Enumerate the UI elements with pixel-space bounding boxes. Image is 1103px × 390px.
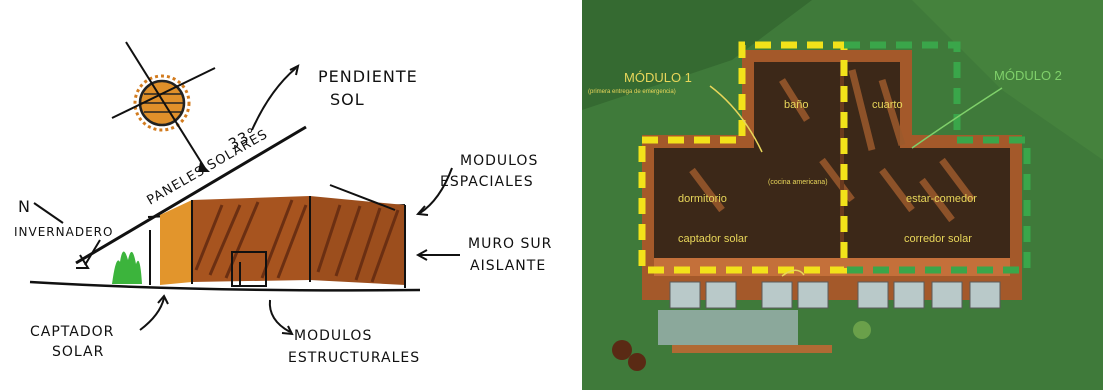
label-modulos-estructurales-1: MODULOS (294, 328, 372, 344)
floor-plan: MÓDULO 1 (primera entrega de emergencia)… (582, 0, 1103, 390)
roof-line (75, 125, 307, 265)
floor-plan-render: MÓDULO 1 (primera entrega de emergencia)… (582, 0, 1103, 390)
sun-icon (111, 41, 216, 172)
label-modulo1: MÓDULO 1 (624, 70, 692, 85)
house-body (112, 196, 406, 288)
label-north: N (18, 197, 31, 216)
module2-outline (844, 41, 1031, 274)
label-muro-sur: MURO SUR (468, 236, 552, 252)
annotation-arrows (33, 64, 460, 336)
plant-icon (112, 251, 142, 284)
label-sol: SOL (330, 90, 365, 109)
label-modulos-espaciales-1: MODULOS (460, 153, 538, 169)
sketch-panel: PENDIENTE SOL 33° PANELES SOLARES MODULO… (14, 41, 552, 366)
label-modulo2: MÓDULO 2 (994, 68, 1062, 83)
label-paneles: PANELES SOLARES (145, 127, 271, 209)
label-cuarto: cuarto (872, 99, 903, 111)
label-cocina: (cocina americana) (768, 179, 828, 186)
ground-line (29, 280, 421, 292)
label-pendiente: PENDIENTE (318, 67, 418, 86)
label-captador: CAPTADOR (30, 324, 114, 340)
label-modulo1-sub: (primera entrega de emergencia) (588, 89, 676, 95)
architectural-sketch: PENDIENTE SOL 33° PANELES SOLARES MODULO… (14, 41, 552, 366)
house-plan (612, 50, 1022, 371)
label-solar: SOLAR (52, 344, 104, 360)
label-aislante: AISLANTE (470, 258, 546, 274)
label-estar: estar-comedor (906, 193, 977, 205)
label-invernadero: INVERNADERO (14, 225, 113, 239)
label-captador: captador solar (678, 233, 748, 245)
label-corredor: corredor solar (904, 233, 972, 245)
label-modulos-estructurales-2: ESTRUCTURALES (288, 350, 420, 366)
label-modulos-espaciales-2: ESPACIALES (440, 174, 534, 190)
plan-arrows (709, 85, 805, 277)
label-dormitorio: dormitorio (678, 193, 727, 205)
label-bano: baño (784, 99, 808, 111)
